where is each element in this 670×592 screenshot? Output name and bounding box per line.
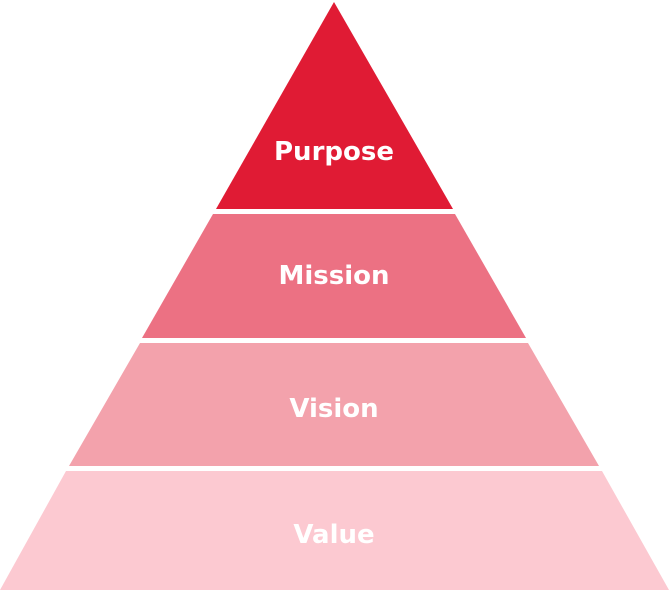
tier-purpose-label: Purpose bbox=[274, 137, 394, 167]
tier-mission-label: Mission bbox=[278, 261, 389, 291]
tier-vision-shape bbox=[69, 343, 599, 466]
tier-vision-label: Vision bbox=[289, 394, 378, 424]
tier-value-shape bbox=[0, 471, 669, 590]
tier-value-label: Value bbox=[293, 520, 374, 550]
tier-purpose-shape bbox=[216, 2, 453, 209]
tier-mission-shape bbox=[142, 214, 526, 338]
